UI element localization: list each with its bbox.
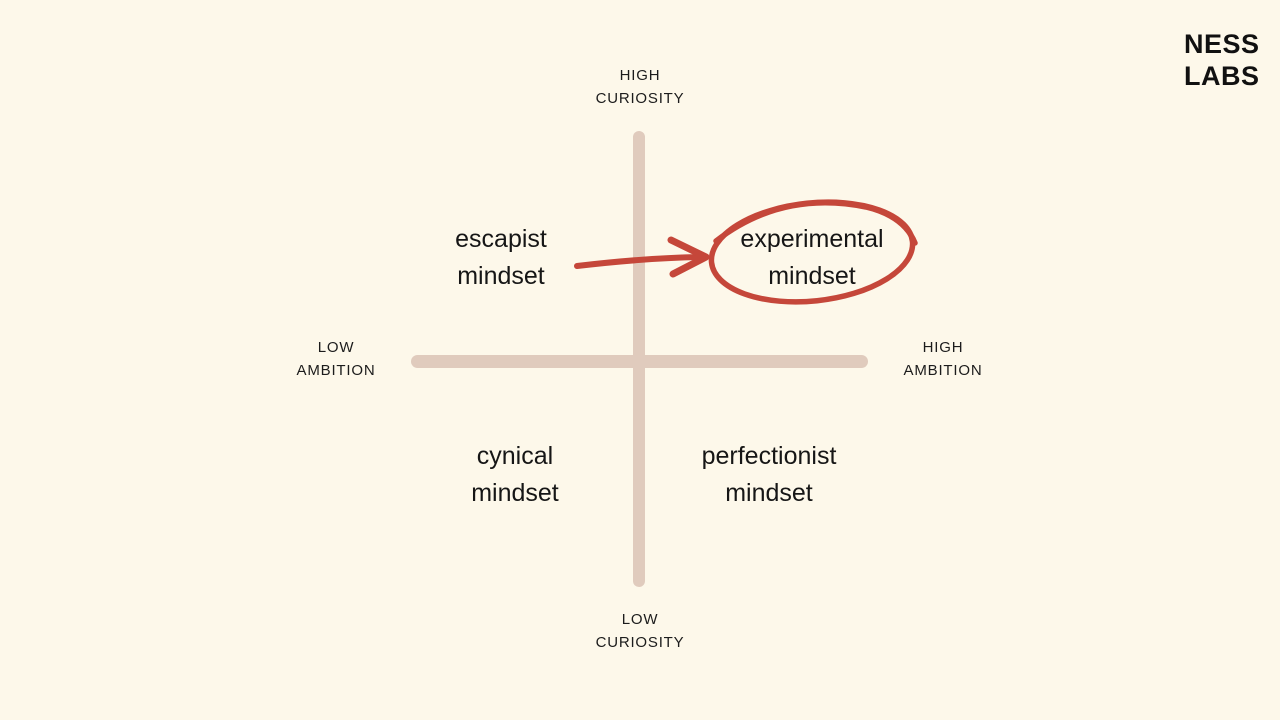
quadrant-label-line: cynical [476, 442, 554, 470]
quadrant-label-line: escapist [455, 225, 547, 253]
axis-label-line: HIGH [922, 339, 964, 356]
axis-label-low-curiosity: LOW CURIOSITY [540, 608, 740, 654]
axis-label-line: CURIOSITY [595, 634, 685, 651]
horizontal-axis-ambition [411, 355, 868, 368]
axis-label-line: AMBITION [296, 362, 376, 379]
axis-label-high-ambition: HIGH AMBITION [843, 336, 1043, 382]
ness-labs-logo: NESS LABS [1184, 28, 1260, 92]
quadrant-label-line: perfectionist [701, 442, 837, 470]
ness-labs-logo-line2: LABS [1184, 61, 1260, 91]
quadrant-label-line: mindset [768, 262, 856, 290]
quadrant-label-line: experimental [740, 225, 884, 253]
ness-labs-logo-line1: NESS [1184, 29, 1260, 59]
quadrant-escapist-mindset: escapist mindset [401, 221, 601, 295]
axis-label-low-ambition: LOW AMBITION [236, 336, 436, 382]
axis-label-high-curiosity: HIGH CURIOSITY [540, 64, 740, 110]
quadrant-label-line: mindset [457, 262, 545, 290]
quadrant-label-line: mindset [471, 479, 559, 507]
axis-label-line: AMBITION [903, 362, 983, 379]
axis-label-line: HIGH [619, 67, 661, 84]
quadrant-cynical-mindset: cynical mindset [415, 438, 615, 512]
quadrant-perfectionist-mindset: perfectionist mindset [649, 438, 889, 512]
quadrant-label-line: mindset [725, 479, 813, 507]
axis-label-line: LOW [317, 339, 355, 356]
axis-label-line: CURIOSITY [595, 90, 685, 107]
quadrant-experimental-mindset: experimental mindset [692, 221, 932, 295]
axis-label-line: LOW [621, 611, 659, 628]
